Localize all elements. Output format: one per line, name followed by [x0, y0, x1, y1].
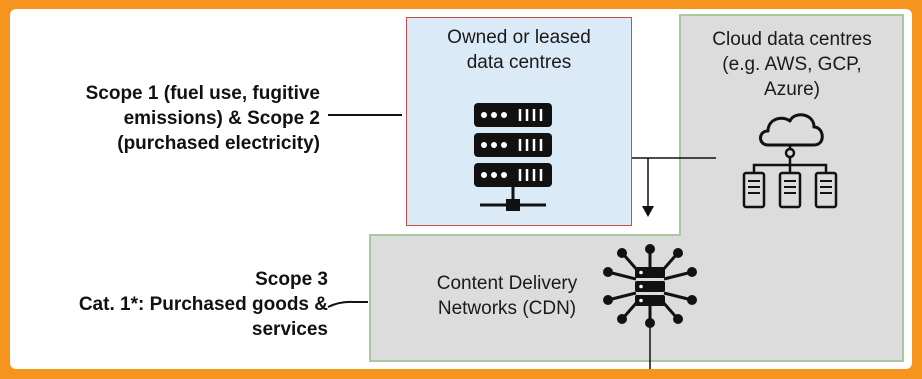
- owned-line1: Owned or leased: [447, 27, 591, 48]
- down-arrow-head: [642, 206, 654, 217]
- server-rack-icon: [474, 103, 552, 211]
- cdn-line2: Networks (CDN): [437, 298, 577, 319]
- scope3-line1: Scope 3: [255, 269, 328, 290]
- scope3-line3: services: [251, 319, 328, 340]
- scope12-line2: emissions) & Scope 2: [123, 108, 320, 129]
- scope3-label: Scope 3 Cat. 1*: Purchased goods & servi…: [18, 267, 328, 342]
- cloud-line3: Azure): [764, 79, 820, 100]
- cdn-hub-icon: [603, 244, 697, 328]
- owned-title: Owned or leased data centres: [408, 25, 630, 75]
- cloud-line2: (e.g. AWS, GCP,: [722, 54, 862, 75]
- cloud-cdn-region: [369, 14, 904, 362]
- diagram-frame: Scope 1 (fuel use, fugitive emissions) &…: [10, 9, 912, 369]
- owned-line2: data centres: [466, 52, 572, 73]
- scope12-line1: Scope 1 (fuel use, fugitive: [85, 83, 320, 104]
- cloud-line1: Cloud data centres: [712, 29, 872, 50]
- scope12-label: Scope 1 (fuel use, fugitive emissions) &…: [18, 81, 320, 156]
- cdn-title: Content Delivery Networks (CDN): [392, 271, 622, 321]
- scope3-leader: [327, 300, 368, 308]
- cloud-network-icon: [742, 113, 838, 209]
- scope3-line2: Cat. 1*: Purchased goods &: [78, 294, 328, 315]
- scope12-line3: (purchased electricity): [117, 133, 320, 154]
- cdn-line1: Content Delivery: [436, 273, 578, 294]
- cloud-title: Cloud data centres (e.g. AWS, GCP, Azure…: [682, 27, 902, 102]
